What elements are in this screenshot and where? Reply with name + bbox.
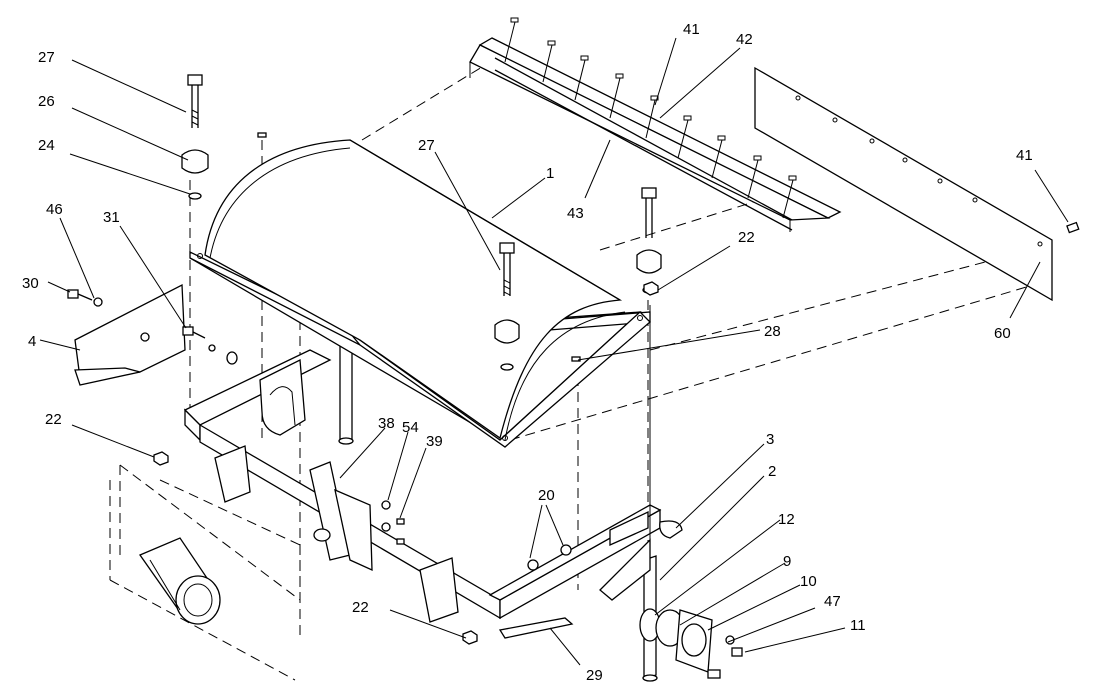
nut-22-right (643, 281, 659, 296)
leader-lines (39, 37, 1069, 666)
callout-29: 29 (586, 667, 603, 684)
drive-unit (139, 537, 221, 625)
bushing-26 (181, 149, 209, 174)
fasteners-30-46-31 (67, 289, 238, 365)
callout-3: 3 (766, 431, 774, 448)
callout-42: 42 (736, 31, 753, 48)
bolt-27-left (187, 74, 203, 128)
callout-46: 46 (46, 201, 63, 218)
bolt-right (636, 187, 662, 294)
callout-2: 2 (768, 463, 776, 480)
callout-41-right: 41 (1016, 147, 1033, 164)
shield-4 (74, 283, 186, 386)
callout-9: 9 (783, 553, 791, 570)
bracket-29 (498, 617, 574, 639)
callout-30: 30 (22, 275, 39, 292)
clamp-bracket-left (259, 358, 306, 436)
callout-27: 27 (38, 49, 55, 66)
callout-54: 54 (402, 419, 419, 436)
mounting-plate-60 (754, 66, 1053, 302)
part-3-pin (659, 520, 683, 539)
callout-28: 28 (764, 323, 781, 340)
bolt-27-center (494, 242, 520, 371)
callout-60: 60 (994, 325, 1011, 342)
callout-1: 1 (546, 165, 554, 182)
callout-24: 24 (38, 137, 55, 154)
fasteners-54-39 (381, 500, 405, 545)
shroud-1 (189, 139, 651, 448)
callout-27-center: 27 (418, 137, 435, 154)
callout-20: 20 (538, 487, 555, 504)
nut-22-left (153, 451, 169, 466)
u-clamp-front (214, 445, 459, 623)
hitch-38 (309, 461, 373, 572)
small-screws (257, 132, 581, 362)
callout-43: 43 (567, 205, 584, 222)
washer-24 (188, 192, 202, 200)
callout-26: 26 (38, 93, 55, 110)
nut-22-bottom (462, 630, 478, 645)
callout-4: 4 (28, 333, 36, 350)
callout-22-left: 22 (45, 411, 62, 428)
callout-38: 38 (378, 415, 395, 432)
callout-11: 11 (850, 617, 866, 634)
callout-labels: 27 26 24 46 31 30 4 22 27 1 41 42 43 22 … (22, 21, 1033, 684)
bearing-assembly (639, 608, 743, 679)
callout-12: 12 (778, 511, 795, 528)
strip-screws (504, 17, 797, 219)
callout-10: 10 (800, 573, 817, 590)
callout-31: 31 (103, 209, 120, 226)
callout-39: 39 (426, 433, 443, 450)
callout-41-top: 41 (683, 21, 700, 38)
angle-strip-42-43 (469, 17, 842, 232)
callout-22-right: 22 (738, 229, 755, 246)
callout-22-bottom: 22 (352, 599, 369, 616)
callout-47: 47 (824, 593, 841, 610)
nuts-20 (527, 544, 572, 571)
bolt-41-right (1066, 221, 1080, 234)
